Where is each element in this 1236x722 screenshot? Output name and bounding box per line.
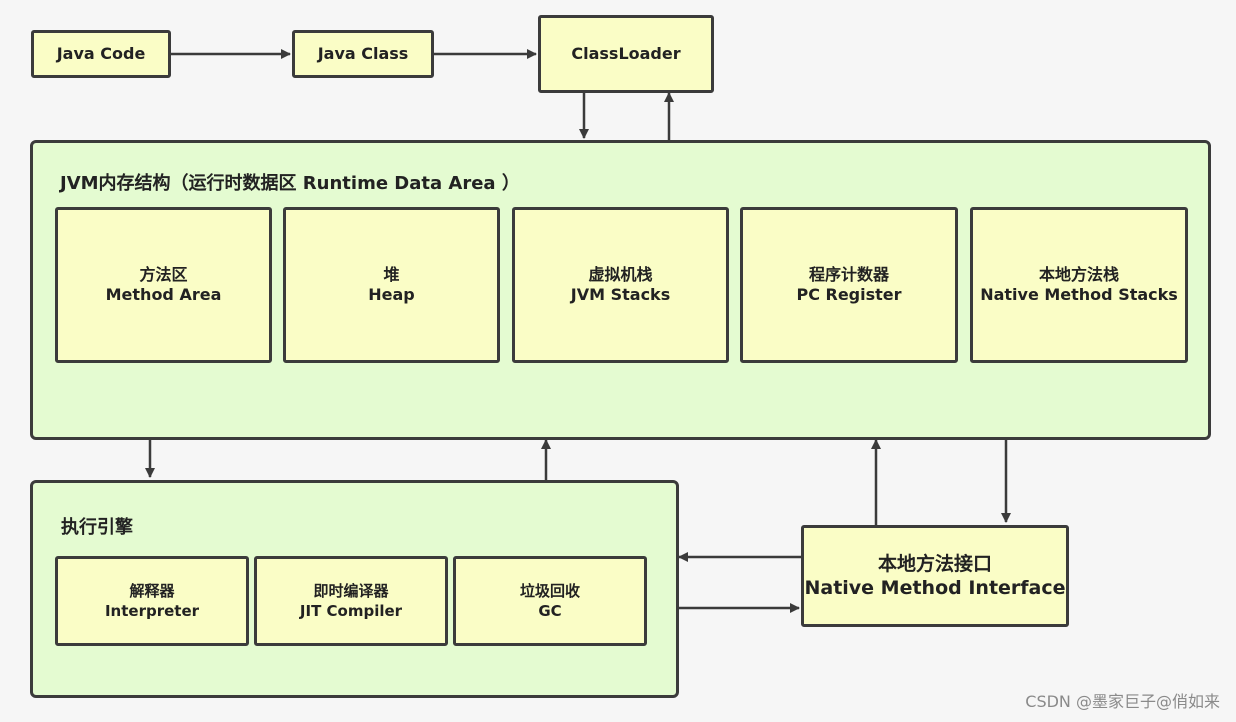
jvm-stacks-en: JVM Stacks [570,285,671,304]
gc-cn: 垃圾回收 [519,582,580,600]
java-code-label: Java Code [56,44,146,63]
execution-engine-title: 执行引擎 [61,517,133,538]
java-class-box: Java Class [292,30,434,78]
native-method-interface-box: 本地方法接口 Native Method Interface [801,525,1069,627]
jvm-stacks-box: 虚拟机栈 JVM Stacks [512,207,729,363]
classloader-box: ClassLoader [538,15,714,93]
jit-compiler-cn: 即时编译器 [313,582,389,600]
interpreter-cn: 解释器 [129,582,175,600]
pc-register-en: PC Register [796,285,902,304]
native-method-interface-en: Native Method Interface [804,577,1066,599]
native-method-stacks-box: 本地方法栈 Native Method Stacks [970,207,1188,363]
heap-en: Heap [368,285,415,304]
method-area-en: Method Area [105,285,222,304]
method-area-cn: 方法区 [139,265,188,284]
native-method-interface-cn: 本地方法接口 [877,553,992,575]
runtime-data-area-title: JVM内存结构（运行时数据区 Runtime Data Area ） [60,173,520,194]
jit-compiler-box: 即时编译器 JIT Compiler [254,556,448,646]
jvm-stacks-cn: 虚拟机栈 [588,265,653,284]
heap-box: 堆 Heap [283,207,500,363]
jit-compiler-en: JIT Compiler [299,602,403,620]
gc-box: 垃圾回收 GC [453,556,647,646]
gc-en: GC [538,602,562,620]
pc-register-cn: 程序计数器 [808,265,889,284]
interpreter-box: 解释器 Interpreter [55,556,249,646]
pc-register-box: 程序计数器 PC Register [740,207,958,363]
native-method-stacks-en: Native Method Stacks [980,285,1178,304]
classloader-label: ClassLoader [571,44,681,63]
native-method-stacks-cn: 本地方法栈 [1038,265,1119,284]
method-area-box: 方法区 Method Area [55,207,272,363]
interpreter-en: Interpreter [104,602,200,620]
java-code-box: Java Code [31,30,171,78]
java-class-label: Java Class [317,44,409,63]
heap-cn: 堆 [383,265,400,284]
watermark: CSDN @墨家巨子@俏如来 [1025,692,1220,711]
